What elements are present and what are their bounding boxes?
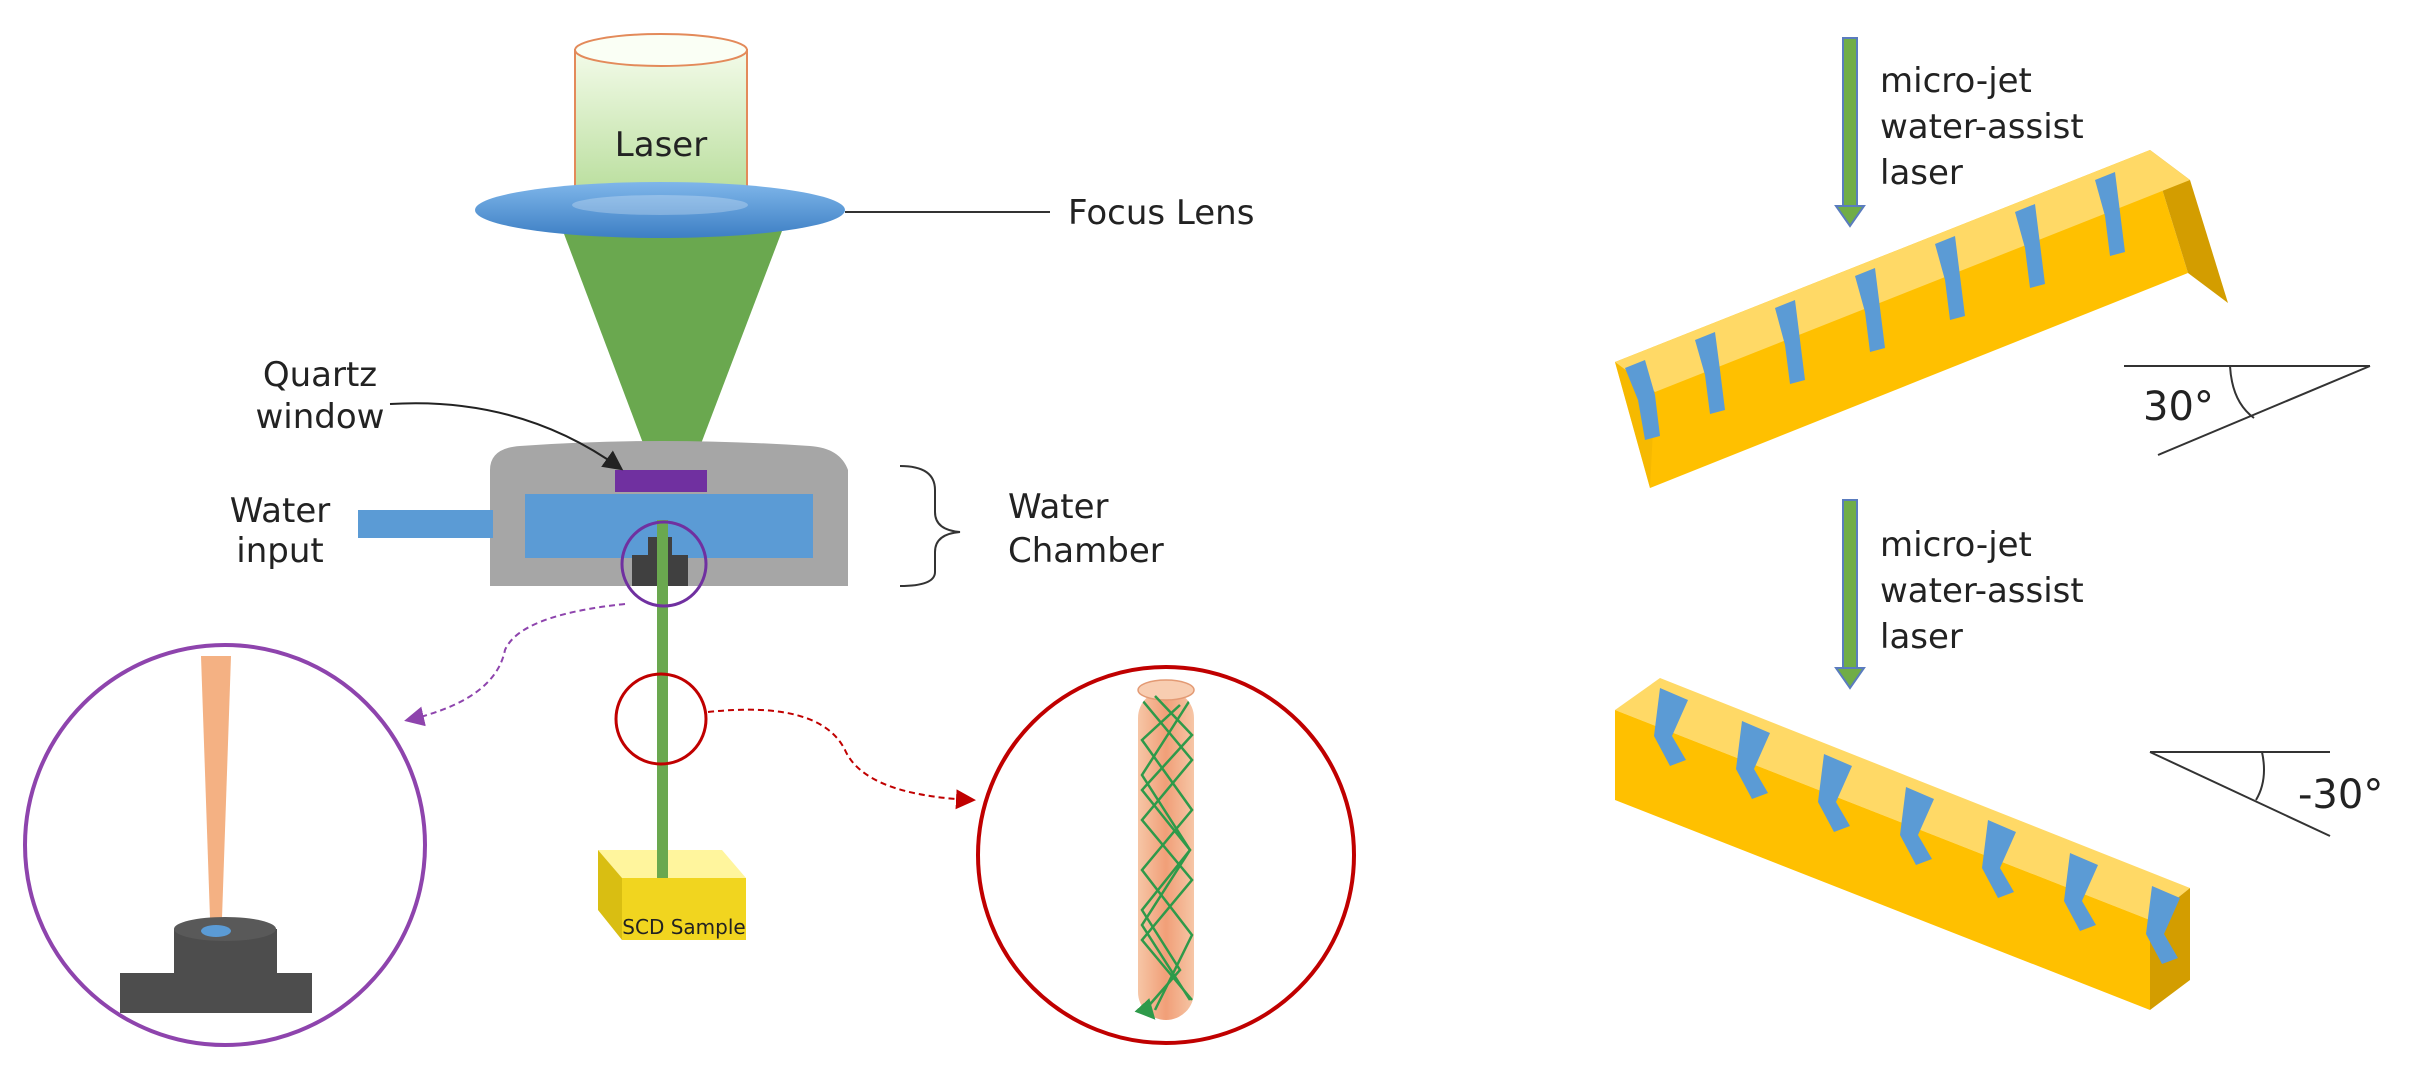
focus-lens-label: Focus Lens (1068, 193, 1254, 233)
laser-label: Laser (615, 125, 707, 165)
process-bar-neg30 (1615, 678, 2190, 1010)
angle-30-label: 30° (2143, 384, 2214, 430)
nozzle-zoom-detail (23, 643, 427, 1047)
nozzle-detail-arrow (404, 603, 626, 727)
step2-line1: micro-jet (1880, 525, 2032, 565)
jet-zoom-detail (976, 665, 1356, 1045)
scd-sample-label: SCD Sample (622, 915, 745, 939)
angle-neg30-symbol (2149, 751, 2331, 837)
water-chamber-label-2: Chamber (1008, 531, 1164, 571)
water-input-pipe (358, 510, 493, 538)
water-input-label-2: input (236, 531, 323, 571)
water-jet-column (657, 520, 668, 870)
process-arrow-1 (1834, 37, 1866, 228)
step2-line2: water-assist (1880, 571, 2084, 611)
water-input-label-1: Water (230, 491, 331, 531)
quartz-window-label-1: Quartz (263, 355, 377, 395)
step1-line3: laser (1880, 153, 1963, 193)
scd-sample: SCD Sample (598, 850, 746, 940)
quartz-window (615, 470, 707, 492)
process-bar-30-grooves (1625, 172, 2125, 440)
jet-detail-marker (614, 672, 708, 766)
step1-line1: micro-jet (1880, 61, 2032, 101)
angle-neg30-label: -30° (2298, 772, 2383, 818)
nozzle-detail-marker (620, 520, 708, 608)
step1-line2: water-assist (1880, 107, 2084, 147)
laser-source: Laser (574, 33, 748, 201)
quartz-window-arrow (389, 402, 624, 471)
process-bar-neg30-grooves (1654, 688, 2180, 964)
jet-detail-arrow (707, 708, 976, 810)
process-arrow-2 (1834, 499, 1866, 690)
angle-30-symbol (2124, 365, 2371, 456)
focus-lens (475, 182, 845, 238)
quartz-window-label-2: window (256, 397, 385, 437)
water-chamber-label-1: Water (1008, 487, 1109, 527)
laser-beam-cone (555, 210, 790, 520)
process-bar-30 (1615, 150, 2228, 488)
step2-line3: laser (1880, 617, 1963, 657)
water-chamber-brace (899, 465, 961, 587)
